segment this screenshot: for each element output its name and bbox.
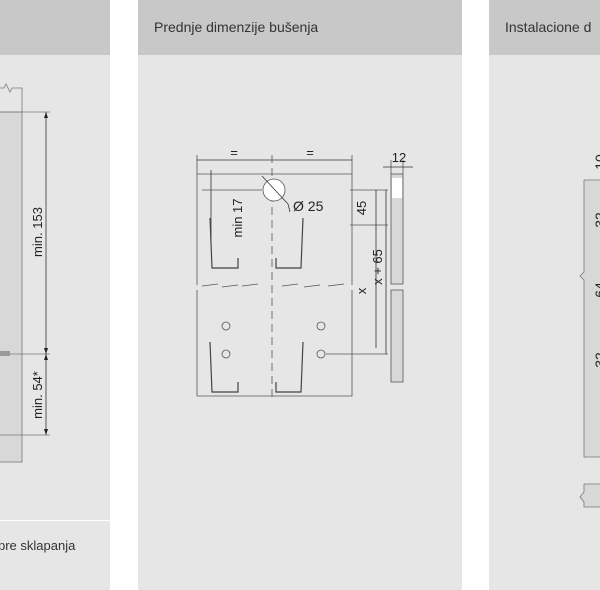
dim-x: x [354, 287, 369, 294]
panel-assembly: min. 153 min. 54* pre sklapanja [0, 0, 110, 590]
dim-12: 12 [392, 150, 406, 165]
panel-header [0, 0, 110, 55]
caption: pre sklapanja [0, 538, 76, 553]
drilling-diagram: = = min 17 Ø 25 45 x x + 65 12 [196, 145, 413, 400]
panel-header: Instalacione d [489, 0, 600, 55]
dim-32-bottom: 32 [592, 352, 600, 368]
dim-64: 64 [592, 282, 600, 298]
dim-min-54: min. 54* [30, 371, 45, 419]
dim-45: 45 [354, 201, 369, 215]
dim-diameter-25: Ø 25 [293, 198, 324, 214]
divider [0, 520, 110, 521]
dim-10: 10 [592, 154, 600, 170]
panel-header: Prednje dimenzije bušenja [138, 0, 462, 55]
dim-x-plus-65: x + 65 [370, 249, 385, 285]
dim-equal-right: = [306, 145, 314, 160]
dim-min-153: min. 153 [30, 207, 45, 257]
dim-32-top: 32 [592, 212, 600, 228]
panel-front-drilling: Prednje dimenzije bušenja = = min 17 [138, 0, 462, 590]
dim-equal-left: = [230, 145, 238, 160]
installation-diagram: 10 32 64 32 [579, 154, 600, 508]
panel-installation: Instalacione d 10 32 64 32 [489, 0, 600, 590]
dim-min-17: min 17 [230, 198, 245, 237]
assembly-diagram: min. 153 min. 54* [0, 83, 50, 463]
